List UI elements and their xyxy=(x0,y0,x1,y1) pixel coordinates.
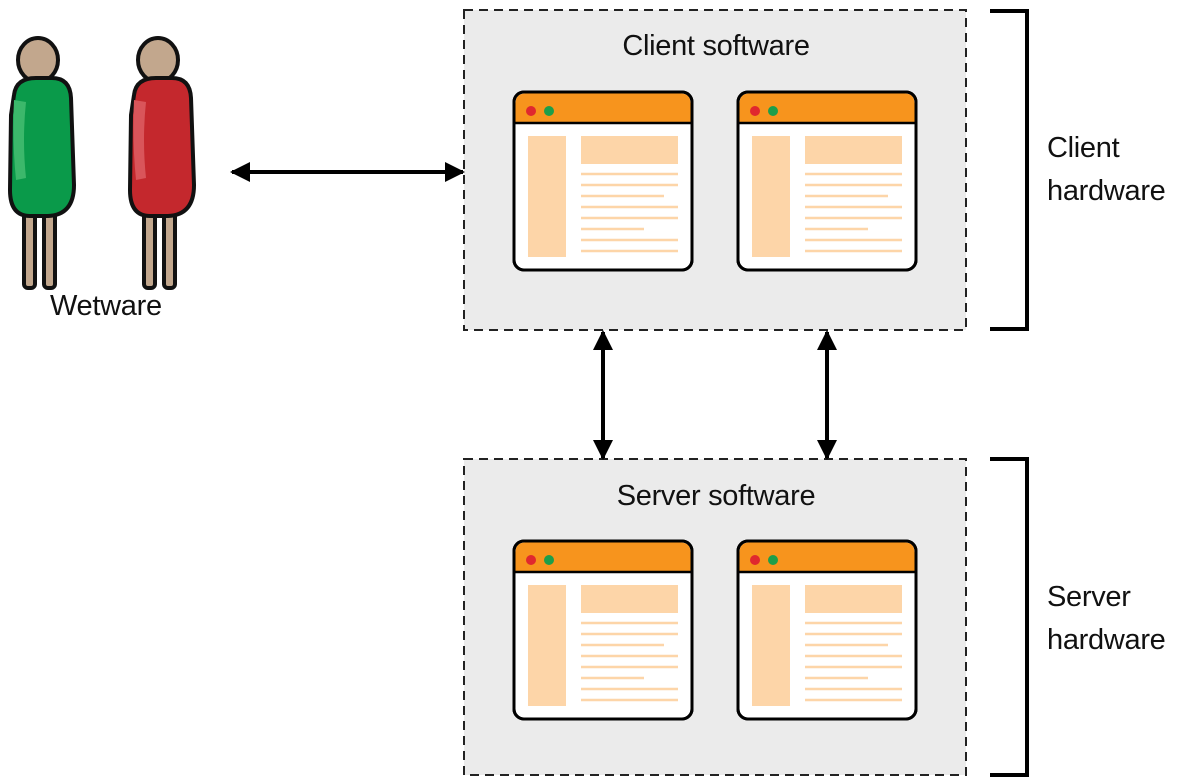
wetware-label: Wetware xyxy=(50,290,162,322)
client-window-1 xyxy=(512,90,694,272)
server-hardware-label-line2: hardware xyxy=(1047,624,1166,656)
server-hardware-bracket xyxy=(990,457,1029,777)
server-window-2 xyxy=(736,539,918,721)
person-green xyxy=(8,36,76,290)
client-software-title: Client software xyxy=(622,30,810,62)
client-hardware-label-line2: hardware xyxy=(1047,175,1166,207)
server-window-1 xyxy=(512,539,694,721)
server-hardware-label-line1: Server xyxy=(1047,581,1131,613)
server-software-title: Server software xyxy=(616,480,816,512)
person-red xyxy=(128,36,196,290)
client-window-2 xyxy=(736,90,918,272)
client-hardware-bracket xyxy=(990,9,1029,331)
client-hardware-label-line1: Client xyxy=(1047,132,1120,164)
